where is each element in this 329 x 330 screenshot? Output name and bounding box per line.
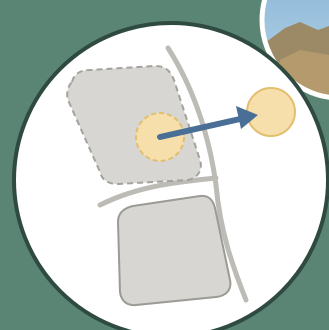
lower-parcel — [118, 196, 230, 305]
destination-circle-icon — [247, 88, 295, 136]
